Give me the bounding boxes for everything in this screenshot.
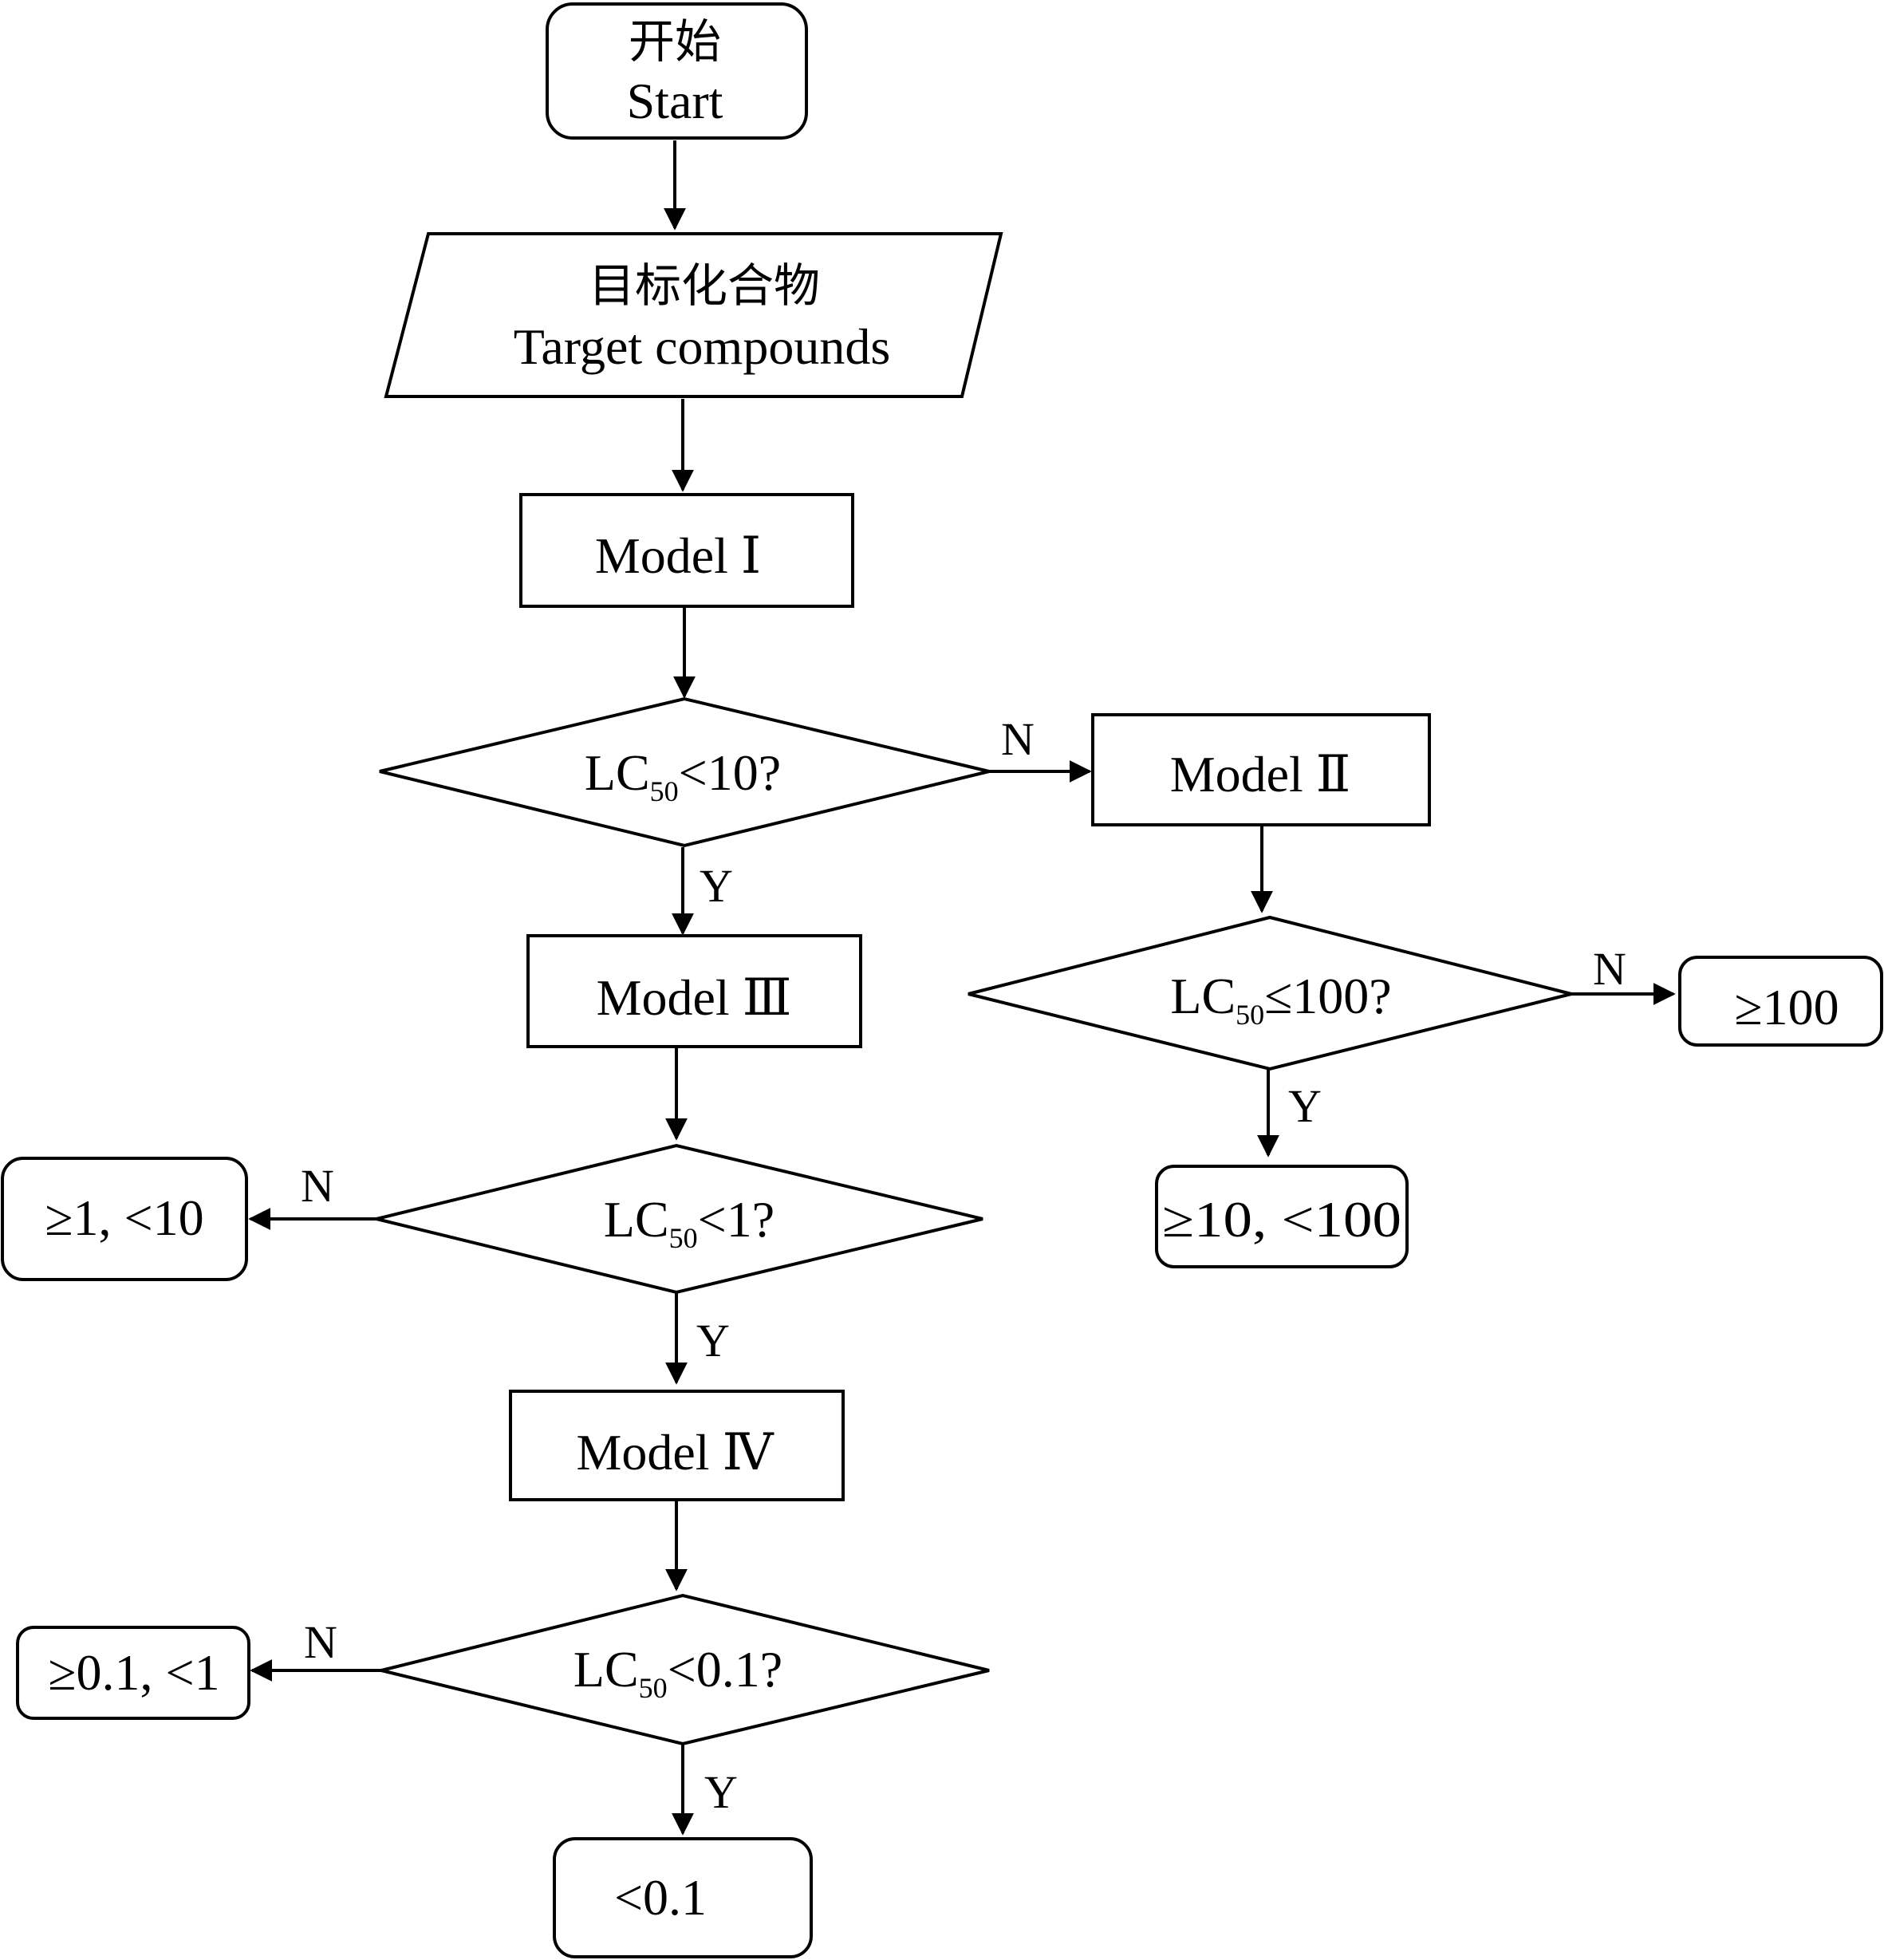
decision-2-no-label: N [1593,943,1626,995]
model-1-label: Model Ⅰ [595,527,761,584]
decision-4-node: LC50<0.1? [380,1593,990,1746]
outcome-lt01-label: <0.1 [614,1869,707,1926]
model-1-node: Model Ⅰ [519,493,854,608]
decision-3-yes-label: Y [696,1315,730,1366]
model-4-node: Model Ⅳ [509,1390,845,1501]
start-node: 开始 Start [546,2,808,140]
outcome-10-100-node: ≥10, <100 [1155,1165,1409,1268]
outcome-lt01-node: <0.1 [553,1837,813,1958]
model-2-node: Model Ⅱ [1091,713,1431,826]
outcome-01-1-label: ≥0.1, <1 [48,1644,219,1701]
decision-1-no-label: N [1001,713,1035,765]
decision-1-label: LC50<10? [585,744,781,807]
decision-1-yes-label: Y [700,860,733,912]
decision-2-node: LC50≤100? [968,915,1572,1071]
connectors [248,140,1676,1836]
decision-3-no-label: N [301,1160,334,1212]
decision-3-label: LC50<1? [604,1191,774,1254]
decision-1-node: LC50<10? [379,696,990,848]
decision-2-label: LC50≤100? [1170,968,1391,1031]
model-4-label: Model Ⅳ [576,1424,774,1481]
outcome-1-10-node: ≥1, <10 [1,1157,248,1281]
outcome-1-10-label: ≥1, <10 [45,1189,203,1246]
start-label-zh: 开始 [629,14,721,69]
decision-4-no-label: N [304,1616,337,1668]
outcome-ge100-node: ≥100 [1678,956,1883,1047]
input-label-zh: 目标化合物 [589,258,820,313]
input-label-en: Target compounds [514,318,890,375]
model-3-label: Model Ⅲ [597,969,792,1026]
outcome-01-1-node: ≥0.1, <1 [16,1626,250,1720]
decision-4-yes-label: Y [704,1766,738,1818]
start-label-en: Start [627,73,723,129]
model-2-label: Model Ⅱ [1170,746,1351,803]
outcome-ge100-label: ≥100 [1734,979,1839,1035]
model-3-node: Model Ⅲ [526,934,862,1048]
decision-2-yes-label: Y [1288,1080,1322,1132]
outcome-10-100-label: ≥10, <100 [1162,1191,1401,1248]
input-node: 目标化合物 Target compounds [384,232,1003,398]
decision-3-node: LC50<1? [376,1143,983,1295]
decision-4-label: LC50<0.1? [573,1641,782,1704]
